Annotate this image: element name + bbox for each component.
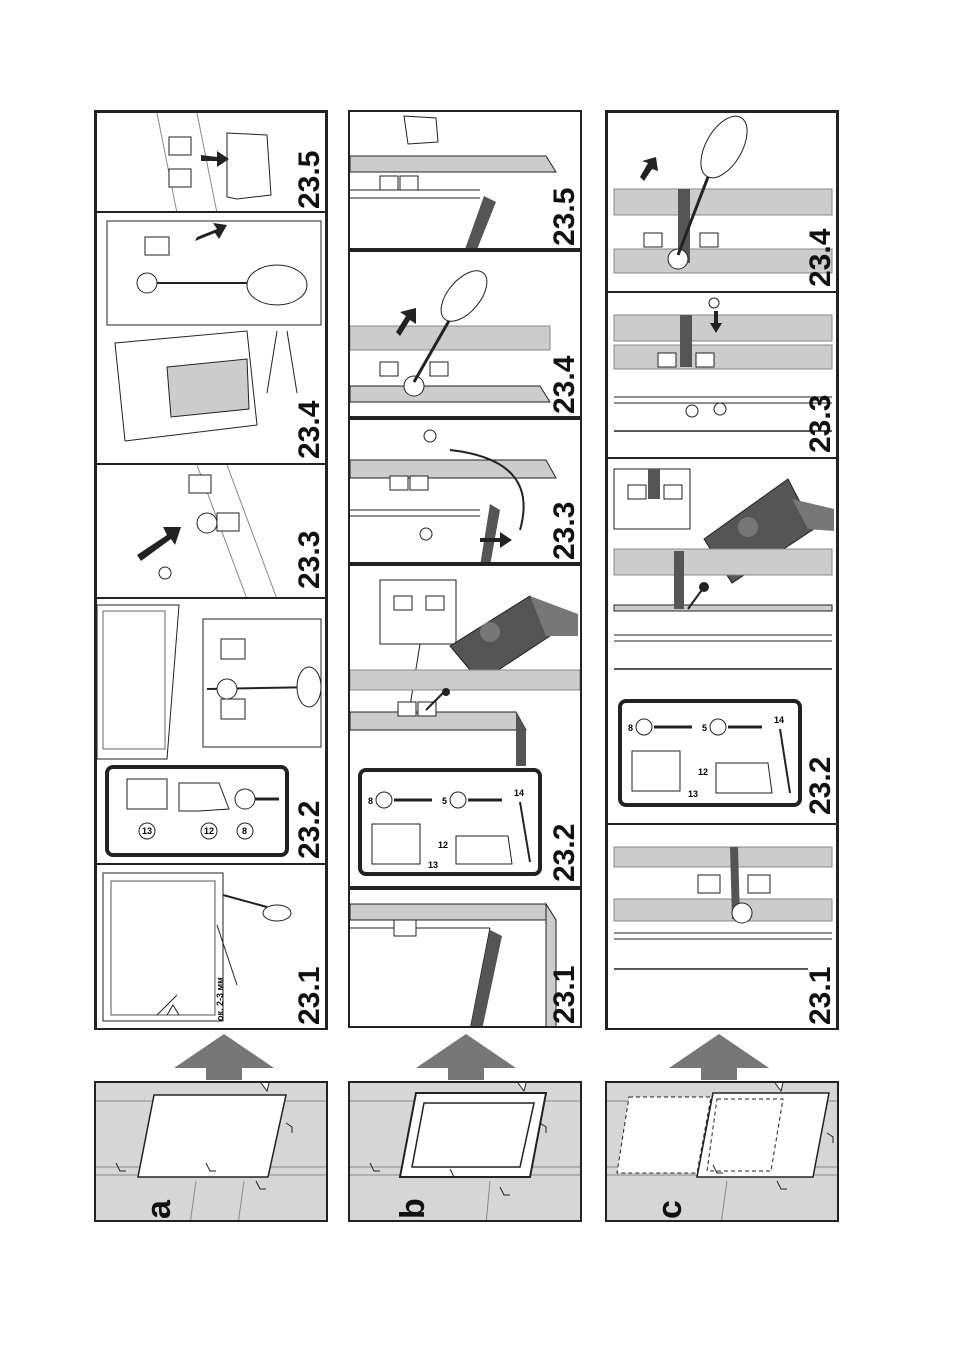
step-label: 23.3 — [293, 531, 326, 589]
part-number: 12 — [204, 826, 214, 836]
step-cell-c-23-3: 23.3 — [607, 292, 837, 458]
part-number: 8 — [368, 796, 373, 806]
step-cell-b-23-3: 23.3 — [348, 418, 582, 564]
steps-strip-a: ок. 2-3 мм 23.1 — [94, 110, 328, 1030]
step-label: 23.2 — [804, 757, 837, 815]
column-letter-a: a — [140, 1200, 179, 1219]
overview-panel-b: b — [348, 1081, 582, 1222]
step-illustration — [608, 825, 837, 1030]
step-label: 23.2 — [548, 824, 582, 882]
step-illustration — [97, 113, 326, 212]
steps-strip-c: 23.1 — [605, 110, 839, 1030]
part-number: 14 — [774, 715, 784, 725]
step-label: 23.4 — [548, 356, 582, 414]
part-number: 13 — [688, 789, 698, 799]
up-arrow-icon — [416, 1034, 516, 1080]
step-cell-c-23-2: 8 5 14 13 12 23.2 — [607, 458, 837, 824]
overview-panel-c: c — [605, 1081, 839, 1222]
up-arrow-icon — [174, 1034, 274, 1080]
step-label: 23.4 — [804, 229, 837, 287]
step-cell-a-23-1: ок. 2-3 мм 23.1 — [96, 864, 326, 1030]
step-label: 23.3 — [548, 502, 582, 560]
step-label: 23.5 — [548, 188, 582, 246]
part-number: 13 — [428, 860, 438, 870]
step-cell-c-23-4: 23.4 — [607, 112, 837, 292]
parts-box-c: 8 5 14 13 12 — [618, 699, 802, 807]
part-number: 5 — [702, 723, 707, 733]
step-label: 23.5 — [293, 151, 326, 209]
parts-illustration: 13 12 8 — [109, 769, 285, 853]
part-number: 14 — [514, 788, 524, 798]
step-cell-a-23-4: 23.4 — [96, 212, 326, 464]
part-number: 12 — [438, 840, 448, 850]
distance-note: ок. 2-3 мм — [215, 977, 225, 1021]
step-cell-b-23-2: 8 5 14 13 12 23.2 — [348, 564, 582, 888]
column-letter-c: c — [651, 1200, 690, 1219]
overview-panel-a: a — [94, 1081, 328, 1222]
parts-illustration: 8 5 14 13 12 — [362, 772, 538, 872]
step-label: 23.2 — [293, 801, 326, 859]
step-cell-c-23-1: 23.1 — [607, 824, 837, 1030]
parts-box-a: 13 12 8 — [105, 765, 289, 857]
part-number: 5 — [442, 796, 447, 806]
step-label: 23.1 — [548, 966, 582, 1024]
overview-illustration-b — [350, 1083, 582, 1222]
step-label: 23.1 — [293, 967, 326, 1025]
part-number: 8 — [628, 723, 633, 733]
step-cell-b-23-1: 23.1 — [348, 888, 582, 1028]
parts-illustration: 8 5 14 13 12 — [622, 703, 798, 803]
step-label: 23.1 — [804, 967, 837, 1025]
step-illustration — [608, 113, 837, 292]
up-arrow-icon — [669, 1034, 769, 1080]
parts-box-b: 8 5 14 13 12 — [358, 768, 542, 876]
part-number: 12 — [698, 767, 708, 777]
step-illustration — [97, 865, 326, 1030]
part-number: 8 — [242, 826, 247, 836]
overview-illustration-c — [607, 1083, 839, 1222]
step-illustration — [608, 293, 837, 458]
part-number: 13 — [142, 826, 152, 836]
overview-illustration-a — [96, 1083, 328, 1222]
step-cell-b-23-5: 23.5 — [348, 110, 582, 250]
step-label: 23.4 — [293, 401, 326, 459]
step-cell-a-23-2: 13 12 8 23.2 — [96, 598, 326, 864]
step-cell-a-23-3: 23.3 — [96, 464, 326, 598]
step-cell-a-23-5: 23.5 — [96, 112, 326, 212]
step-illustration — [97, 465, 326, 598]
step-cell-b-23-4: 23.4 — [348, 250, 582, 418]
column-letter-b: b — [394, 1198, 433, 1219]
step-illustration — [97, 213, 326, 464]
step-label: 23.3 — [804, 395, 837, 453]
